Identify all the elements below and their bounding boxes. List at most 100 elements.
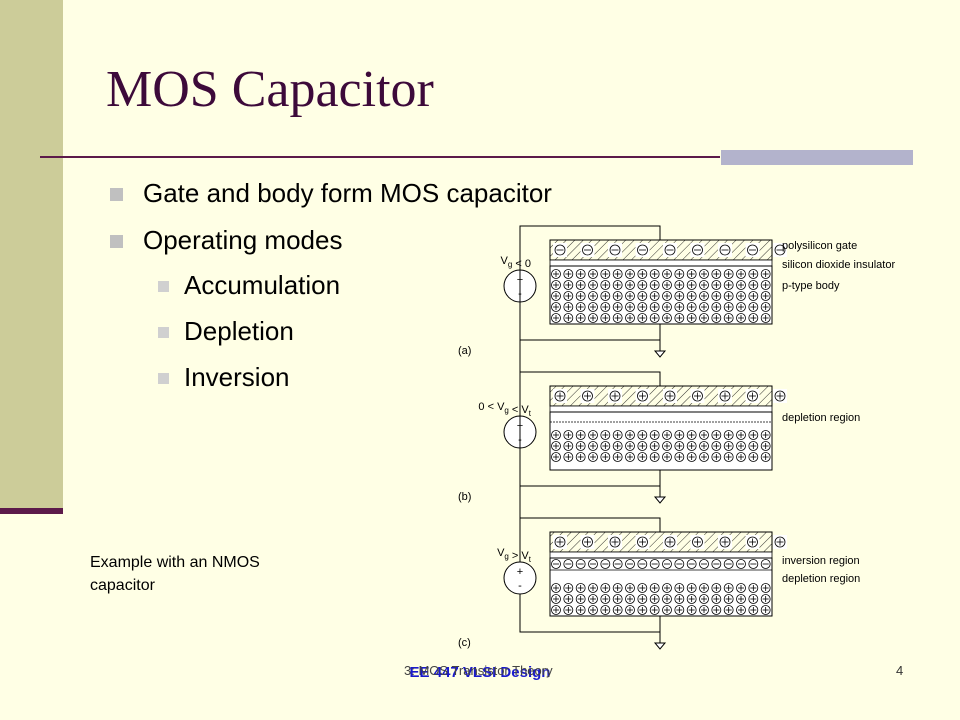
positive-charge-icon bbox=[699, 583, 709, 593]
negative-charge-icon bbox=[774, 244, 786, 256]
positive-charge-icon bbox=[563, 452, 574, 462]
positive-charge-icon bbox=[699, 313, 709, 323]
positive-charge-icon bbox=[649, 280, 660, 290]
positive-charge-icon bbox=[649, 291, 660, 301]
positive-charge-icon bbox=[588, 313, 598, 323]
positive-charge-icon bbox=[662, 583, 672, 593]
positive-charge-icon bbox=[662, 291, 672, 301]
positive-charge-icon bbox=[575, 594, 586, 604]
panel-label: (c) bbox=[458, 637, 471, 649]
positive-charge-icon bbox=[551, 302, 561, 312]
positive-charge-icon bbox=[674, 441, 685, 451]
positive-charge-icon bbox=[760, 291, 771, 301]
positive-charge-icon bbox=[649, 583, 660, 593]
positive-charge-icon bbox=[600, 605, 611, 615]
positive-charge-icon bbox=[686, 452, 697, 462]
negative-charge-icon bbox=[554, 244, 566, 256]
oxide-layer bbox=[549, 259, 773, 267]
positive-charge-icon bbox=[575, 302, 586, 312]
positive-charge-icon bbox=[612, 441, 623, 451]
positive-charge-icon bbox=[625, 269, 635, 279]
positive-charge-icon bbox=[649, 605, 660, 615]
source-plus-sign: + bbox=[517, 566, 523, 578]
positive-charge-icon bbox=[600, 441, 611, 451]
positive-charge-icon bbox=[637, 269, 648, 279]
negative-charge-icon bbox=[736, 559, 746, 569]
positive-charge-icon bbox=[588, 452, 598, 462]
positive-charge-icon bbox=[686, 594, 697, 604]
positive-charge-icon bbox=[563, 291, 574, 301]
positive-charge-icon bbox=[674, 605, 685, 615]
positive-charge-icon bbox=[760, 594, 771, 604]
positive-charge-icon bbox=[551, 594, 561, 604]
positive-charge-icon bbox=[563, 594, 574, 604]
positive-charge-icon bbox=[674, 594, 685, 604]
positive-charge-icon bbox=[662, 441, 672, 451]
positive-charge-icon bbox=[600, 583, 611, 593]
positive-charge-icon bbox=[649, 269, 660, 279]
bullet-text: Gate and body form MOS capacitor bbox=[143, 178, 552, 208]
positive-charge-icon bbox=[637, 302, 648, 312]
positive-charge-icon bbox=[637, 605, 648, 615]
positive-charge-icon bbox=[551, 291, 561, 301]
positive-charge-icon bbox=[711, 594, 722, 604]
positive-charge-icon bbox=[748, 280, 759, 290]
panel-label: (a) bbox=[458, 345, 471, 357]
positive-charge-icon bbox=[575, 280, 586, 290]
positive-charge-icon bbox=[736, 280, 746, 290]
positive-charge-icon bbox=[612, 605, 623, 615]
negative-charge-icon bbox=[699, 559, 709, 569]
positive-charge-icon bbox=[711, 302, 722, 312]
layer-label: depletion region bbox=[782, 573, 860, 585]
positive-charge-icon bbox=[674, 452, 685, 462]
oxide-layer bbox=[549, 551, 773, 559]
positive-charge-icon bbox=[649, 430, 660, 440]
positive-charge-icon bbox=[723, 594, 734, 604]
positive-charge-icon bbox=[612, 302, 623, 312]
negative-charge-icon bbox=[662, 559, 672, 569]
positive-charge-icon bbox=[563, 441, 574, 451]
positive-charge-icon bbox=[575, 452, 586, 462]
negative-charge-icon bbox=[664, 244, 676, 256]
source-minus-sign: - bbox=[518, 580, 522, 592]
voltage-source-icon bbox=[503, 561, 537, 595]
positive-charge-icon bbox=[649, 452, 660, 462]
positive-charge-icon bbox=[711, 583, 722, 593]
positive-charge-icon bbox=[625, 313, 635, 323]
positive-charge-icon bbox=[563, 269, 574, 279]
positive-charge-icon bbox=[747, 390, 758, 402]
positive-charge-icon bbox=[699, 291, 709, 301]
positive-charge-icon bbox=[774, 536, 786, 548]
positive-charge-icon bbox=[625, 441, 635, 451]
positive-charge-icon bbox=[575, 430, 586, 440]
sub-bullet-marker bbox=[158, 327, 169, 338]
condition-label: 0 < Vg < Vt bbox=[478, 401, 531, 418]
positive-charge-icon bbox=[747, 536, 758, 548]
positive-charge-icon bbox=[736, 430, 746, 440]
negative-charge-icon bbox=[748, 559, 759, 569]
positive-charge-icon bbox=[686, 291, 697, 301]
ground-icon bbox=[653, 350, 667, 358]
positive-charge-icon bbox=[760, 313, 771, 323]
negative-charge-icon bbox=[612, 559, 623, 569]
positive-charge-icon bbox=[637, 452, 648, 462]
positive-charge-icon bbox=[600, 280, 611, 290]
positive-charge-icon bbox=[637, 280, 648, 290]
positive-charge-icon bbox=[588, 605, 598, 615]
positive-charge-icon bbox=[575, 583, 586, 593]
positive-charge-icon bbox=[588, 269, 598, 279]
positive-charge-icon bbox=[736, 583, 746, 593]
positive-charge-icon bbox=[600, 302, 611, 312]
negative-charge-icon bbox=[692, 244, 703, 256]
positive-charge-icon bbox=[637, 291, 648, 301]
positive-charge-icon bbox=[551, 269, 561, 279]
positive-charge-icon bbox=[686, 280, 697, 290]
negative-charge-icon bbox=[575, 559, 586, 569]
positive-charge-icon bbox=[637, 536, 648, 548]
positive-charge-icon bbox=[575, 605, 586, 615]
positive-charge-icon bbox=[723, 291, 734, 301]
positive-charge-icon bbox=[699, 441, 709, 451]
positive-charge-icon bbox=[748, 302, 759, 312]
positive-charge-icon bbox=[760, 302, 771, 312]
positive-charge-icon bbox=[748, 430, 759, 440]
